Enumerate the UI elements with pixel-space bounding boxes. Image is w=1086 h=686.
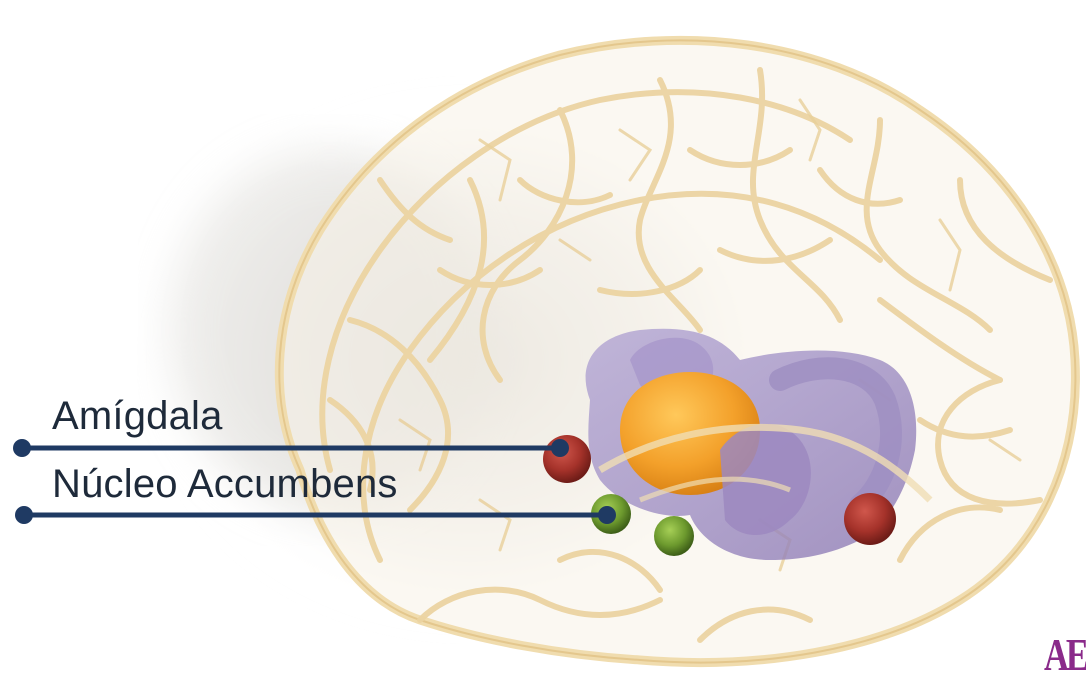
logo: AE [1044, 632, 1086, 678]
label-nucleo-accumbens: Núcleo Accumbens [52, 464, 398, 504]
leader-dot-end [598, 506, 616, 524]
leader-dot-start [13, 439, 31, 457]
leader-dot-start [15, 506, 33, 524]
leader-dot-end [551, 439, 569, 457]
label-amigdala: Amígdala [52, 396, 223, 436]
